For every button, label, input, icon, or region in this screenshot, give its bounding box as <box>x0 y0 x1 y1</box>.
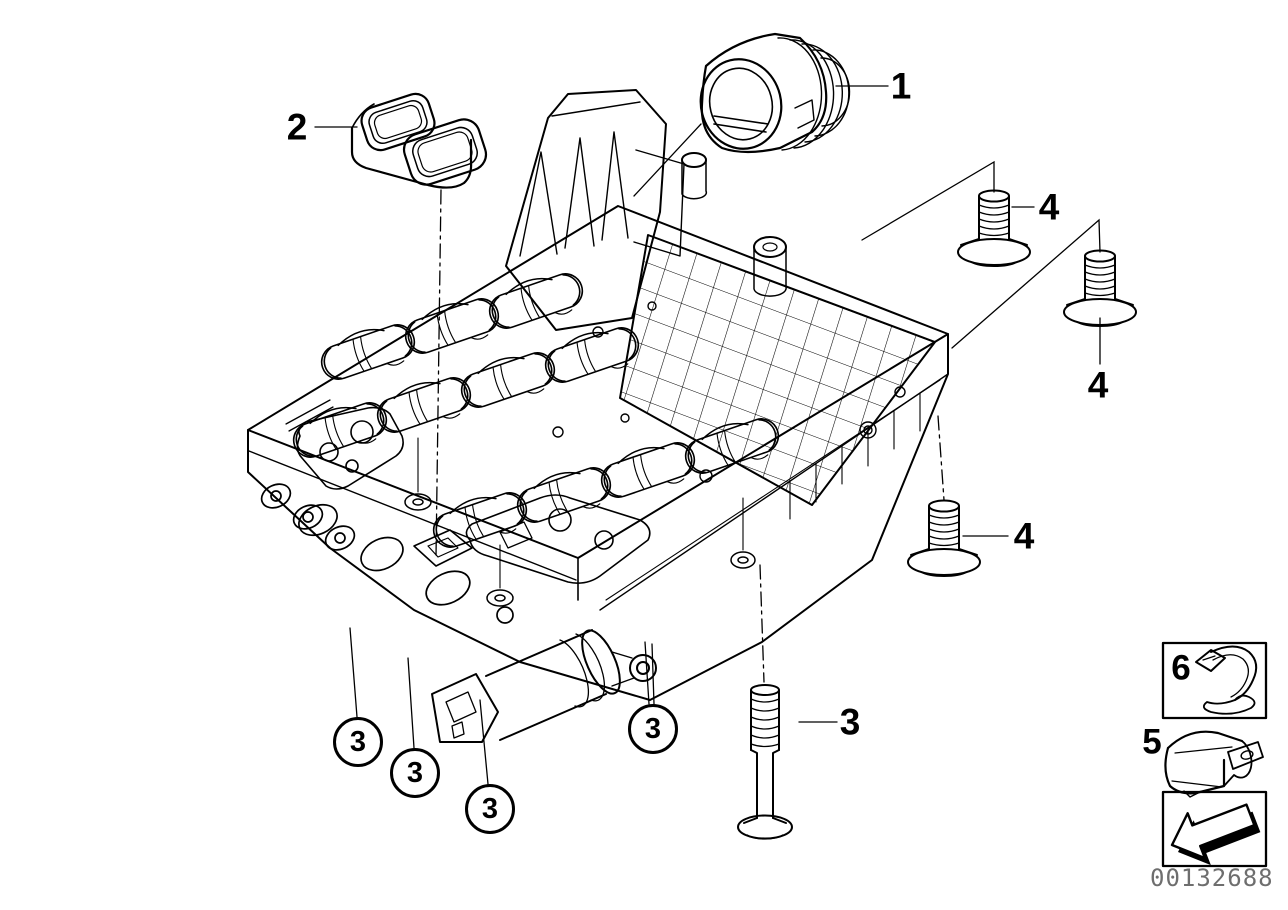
callout-3-text: 3 <box>406 756 424 789</box>
retainer-plate-center <box>465 494 651 584</box>
bolt-3 <box>737 684 793 840</box>
callout-3-circle-2: 3 <box>390 748 440 798</box>
leader-4a-to-body <box>861 160 995 241</box>
direction-arrow-icon <box>1170 803 1261 866</box>
leader-part2-axis <box>435 189 442 558</box>
callout-3-circle-4: 3 <box>628 704 678 754</box>
drawing-number: 00132688 <box>1150 864 1274 892</box>
leader-circle3-2 <box>407 657 415 749</box>
deck-post <box>753 236 787 297</box>
leader-4c-axis <box>937 415 945 501</box>
valve-body-assembly <box>247 89 949 743</box>
callout-4c: 4 <box>1013 515 1035 557</box>
bottom-solenoid <box>431 629 657 743</box>
legend-box-6 <box>1161 641 1268 720</box>
direction-arrow-box <box>1161 790 1268 868</box>
callout-3-bolt: 3 <box>839 701 861 743</box>
callout-3-text: 3 <box>349 725 367 758</box>
callout-2: 2 <box>286 106 308 148</box>
deck-square-pad <box>413 529 473 567</box>
callout-5: 5 <box>1142 722 1162 762</box>
callout-3-text: 3 <box>644 712 662 745</box>
leader-circle3-1 <box>349 627 358 718</box>
mounting-bosses <box>404 437 756 607</box>
legend-clip-6 <box>1161 641 1268 720</box>
callout-4b: 4 <box>1087 364 1109 406</box>
leader-bolt3-axis <box>759 564 765 683</box>
deck-holes <box>285 301 906 483</box>
callout-6: 6 <box>1171 648 1191 688</box>
legend-solenoid-5 <box>1164 730 1264 798</box>
leader-circle3-3 <box>479 699 489 785</box>
leader-circle3-4 <box>644 641 655 705</box>
leader-lines <box>314 85 1101 785</box>
callout-3-text: 3 <box>481 792 499 825</box>
bracket-sail <box>505 89 708 331</box>
callout-4a: 4 <box>1038 186 1060 228</box>
callout-3-circle-3: 3 <box>465 784 515 834</box>
leader-4b-to-body <box>951 218 1101 349</box>
part-1-connector-sleeve <box>699 32 851 154</box>
front-face-ports <box>260 483 514 624</box>
leader-part1-to-body <box>633 123 702 197</box>
part-2-cover-cap <box>350 92 488 189</box>
callout-1: 1 <box>890 65 912 107</box>
callout-3-circle-1: 3 <box>333 717 383 767</box>
